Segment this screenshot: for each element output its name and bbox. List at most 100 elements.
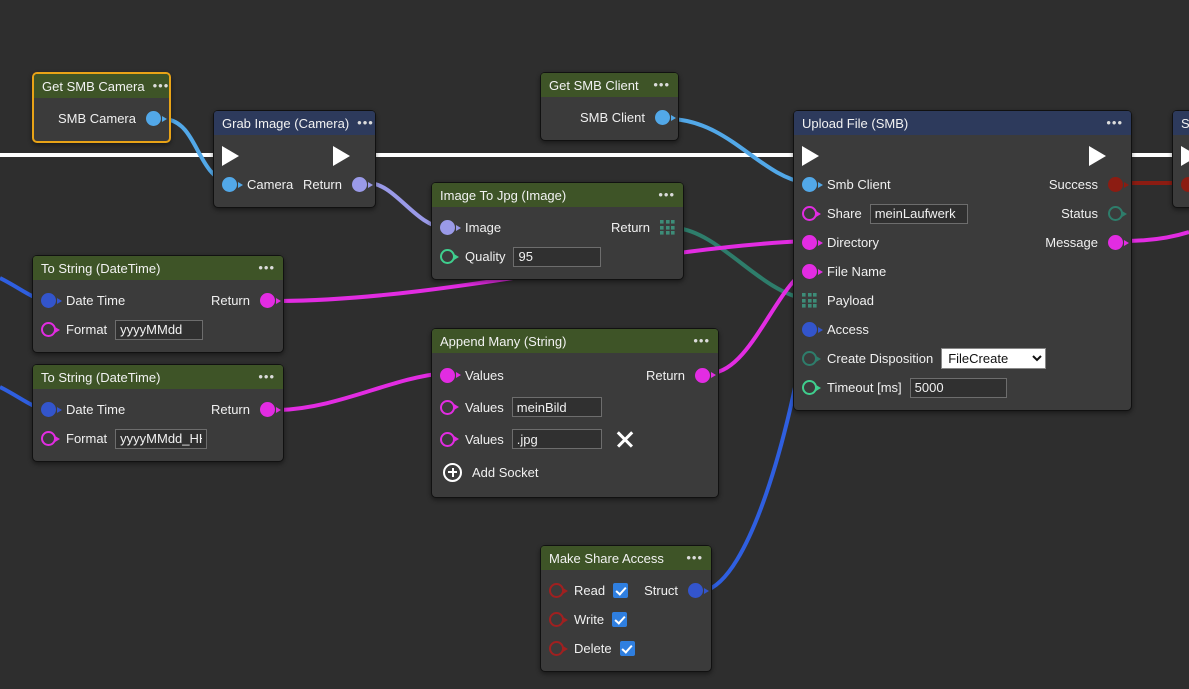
port-row-format[interactable]: Format	[33, 424, 283, 453]
node-header[interactable]: To String (DateTime) •••	[33, 256, 283, 280]
node-header[interactable]: Image To Jpg (Image) •••	[432, 183, 683, 207]
input-port-smb-client[interactable]	[802, 177, 817, 192]
output-port-status[interactable]	[1108, 206, 1123, 221]
node-header[interactable]: Grab Image (Camera) •••	[214, 111, 375, 135]
node-menu-icon[interactable]: •••	[686, 550, 703, 565]
node-header[interactable]: Append Many (String) •••	[432, 329, 718, 353]
output-port-struct[interactable]	[688, 583, 704, 598]
input-port-values[interactable]	[440, 431, 455, 447]
output-port-return[interactable]	[260, 402, 275, 417]
port-row-datetime[interactable]: Date Time Return	[33, 395, 283, 424]
port-row-quality[interactable]: Quality	[432, 242, 683, 271]
node-menu-icon[interactable]: •••	[258, 260, 275, 275]
timeout-input[interactable]	[909, 377, 1007, 398]
input-port-quality[interactable]	[440, 249, 455, 264]
output-port-message[interactable]	[1108, 235, 1123, 250]
exec-in-icon[interactable]	[222, 145, 256, 166]
input-port-write[interactable]	[549, 612, 564, 627]
node-menu-icon[interactable]: •••	[152, 78, 170, 93]
node-image-to-jpg[interactable]: Image To Jpg (Image) ••• Image Return Qu…	[431, 182, 684, 280]
node-menu-icon[interactable]: •••	[258, 369, 275, 384]
port-row-write[interactable]: Write	[541, 605, 711, 634]
exec-row[interactable]	[214, 141, 375, 170]
node-to-string-datetime-1[interactable]: To String (DateTime) ••• Date Time Retur…	[32, 255, 284, 353]
write-checkbox[interactable]	[612, 612, 628, 627]
read-checkbox[interactable]	[613, 583, 629, 598]
node-to-string-datetime-2[interactable]: To String (DateTime) ••• Date Time Retur…	[32, 364, 284, 462]
input-port-payload-bytes[interactable]	[802, 293, 817, 308]
input-port-date-time[interactable]	[41, 293, 56, 308]
output-port-return[interactable]	[352, 177, 367, 192]
exec-out-icon[interactable]	[1089, 145, 1123, 166]
node-header[interactable]: To String (DateTime) •••	[33, 365, 283, 389]
input-port-access[interactable]	[802, 322, 817, 337]
input-port-format[interactable]	[41, 322, 56, 337]
input-port-values[interactable]	[440, 399, 455, 415]
node-menu-icon[interactable]: •••	[653, 77, 670, 92]
input-port-camera[interactable]	[222, 177, 237, 192]
port-row-timeout[interactable]: Timeout [ms]	[794, 373, 1131, 402]
input-port-share[interactable]	[802, 206, 817, 221]
output-port-success[interactable]	[1108, 177, 1123, 192]
node-grab-image[interactable]: Grab Image (Camera) ••• Camera Return	[213, 110, 376, 208]
exec-in-icon[interactable]	[1181, 145, 1189, 166]
port-row-smb-camera-out[interactable]: SMB Camera	[34, 104, 169, 133]
port-row-values-2[interactable]: Values	[432, 423, 718, 455]
plus-circle-icon[interactable]	[443, 462, 462, 482]
port-row-delete[interactable]: Delete	[541, 634, 711, 663]
port-row-read[interactable]: Read Struct	[541, 576, 711, 605]
node-append-many[interactable]: Append Many (String) ••• Values Return V…	[431, 328, 719, 498]
node-header[interactable]: Get SMB Client •••	[541, 73, 678, 97]
output-port-return-bytes[interactable]	[660, 220, 675, 235]
node-menu-icon[interactable]: •••	[357, 115, 374, 130]
node-header[interactable]: S	[1173, 111, 1189, 135]
remove-socket-icon[interactable]	[616, 430, 634, 448]
port-row-values-1[interactable]: Values	[432, 391, 718, 423]
input-port-date-time[interactable]	[41, 402, 56, 417]
node-make-share-access[interactable]: Make Share Access ••• Read Struct Write …	[540, 545, 712, 672]
input-port-create-disposition[interactable]	[802, 351, 817, 366]
output-port-smb-client[interactable]	[655, 110, 670, 125]
input-port-format[interactable]	[41, 431, 56, 446]
format-input[interactable]	[115, 319, 204, 340]
quality-input[interactable]	[513, 246, 602, 267]
port-row-file-name[interactable]: File Name	[794, 257, 1131, 286]
port-row-payload[interactable]: Payload	[794, 286, 1131, 315]
port-row-create-disposition[interactable]: Create Disposition FileCreateFileOpenFil…	[794, 344, 1131, 373]
add-socket-row[interactable]: Add Socket	[432, 455, 718, 489]
values-input-2[interactable]	[511, 429, 602, 449]
node-header[interactable]: Get SMB Camera •••	[34, 74, 169, 98]
node-get-smb-camera[interactable]: Get SMB Camera ••• SMB Camera	[32, 72, 171, 143]
port-row-datetime[interactable]: Date Time Return	[33, 286, 283, 315]
port-row-directory[interactable]: Directory Message	[794, 228, 1131, 257]
port-row-image[interactable]: Image Return	[432, 213, 683, 242]
input-port-file-name[interactable]	[802, 264, 817, 279]
input-port-image[interactable]	[440, 220, 455, 235]
port-row-smb-client[interactable]: Smb Client Success	[794, 170, 1131, 199]
port-row-format[interactable]: Format	[33, 315, 283, 344]
node-menu-icon[interactable]: •••	[658, 187, 675, 202]
create-disposition-select[interactable]: FileCreateFileOpenFileOpenIfFileOverwrit…	[941, 348, 1047, 369]
input-port-values[interactable]	[440, 367, 455, 383]
values-input-1[interactable]	[511, 397, 602, 417]
exec-in-icon[interactable]	[802, 145, 836, 166]
input-port-directory[interactable]	[802, 235, 817, 250]
port-row-share[interactable]: Share Status	[794, 199, 1131, 228]
input-port-timeout[interactable]	[802, 380, 817, 395]
port-row-access[interactable]: Access	[794, 315, 1131, 344]
output-port-return[interactable]	[695, 367, 710, 383]
input-port-read[interactable]	[549, 583, 564, 598]
node-menu-icon[interactable]: •••	[693, 333, 710, 348]
port-row-camera[interactable]: Camera Return	[214, 170, 375, 199]
port-row-values-0[interactable]: Values Return	[432, 359, 718, 391]
output-port-smb-camera[interactable]	[146, 111, 161, 126]
input-port-delete[interactable]	[549, 641, 564, 656]
input-port-partial[interactable]	[1181, 177, 1189, 192]
output-port-return[interactable]	[260, 293, 275, 308]
delete-checkbox[interactable]	[619, 641, 635, 656]
exec-out-icon[interactable]	[333, 145, 367, 166]
node-header[interactable]: Make Share Access •••	[541, 546, 711, 570]
node-get-smb-client[interactable]: Get SMB Client ••• SMB Client	[540, 72, 679, 141]
exec-row[interactable]	[1173, 141, 1189, 170]
